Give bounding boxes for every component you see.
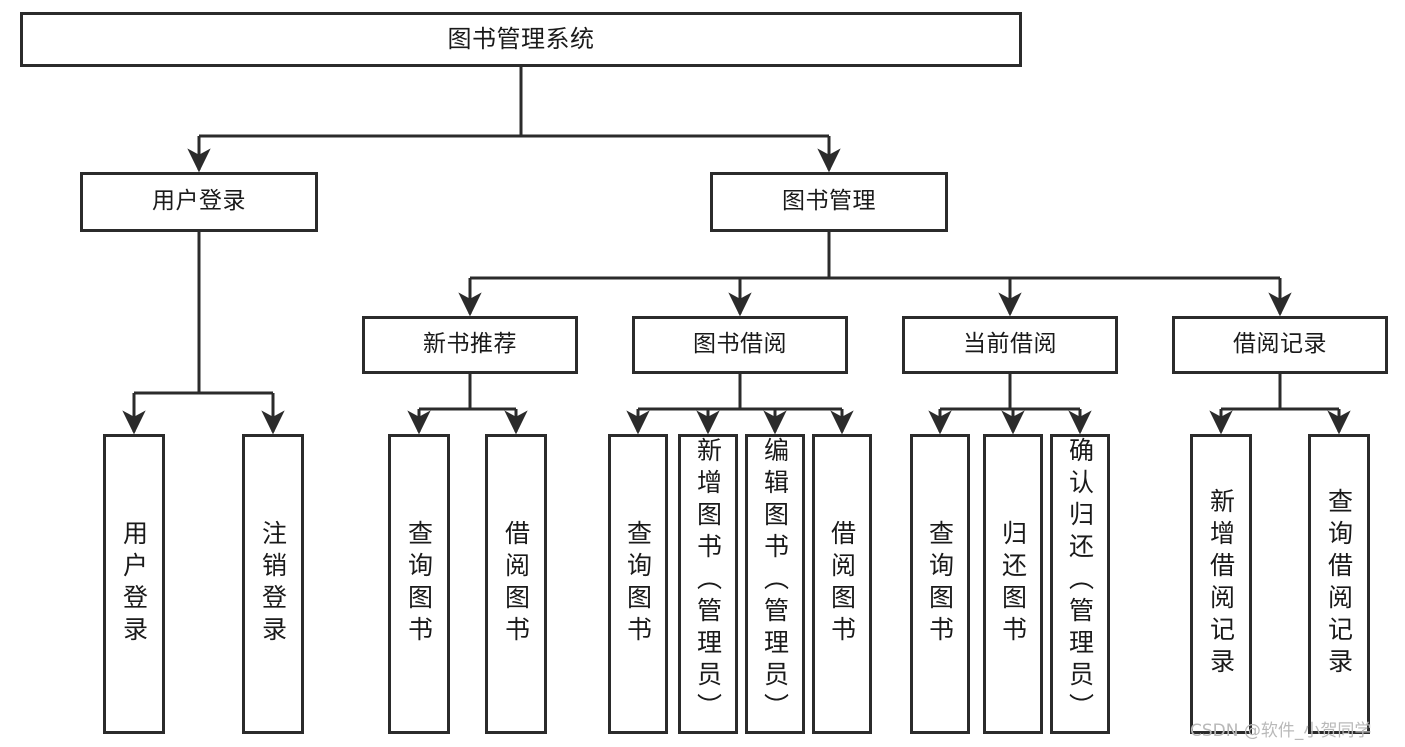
node-leaf-query-record[interactable]: 查询借阅记录 xyxy=(1308,434,1370,734)
node-leaf-query-book-2[interactable]: 查询图书 xyxy=(608,434,668,734)
node-label: 借阅图书 xyxy=(827,520,857,648)
node-label: 查询图书 xyxy=(925,520,955,648)
node-label: 图书管理系统 xyxy=(447,25,595,54)
node-label: 当前借阅 xyxy=(963,331,1057,358)
node-book-borrow[interactable]: 图书借阅 xyxy=(632,316,848,374)
node-label: 新增借阅记录 xyxy=(1206,488,1236,680)
node-leaf-query-book-1[interactable]: 查询图书 xyxy=(388,434,450,734)
node-user-login[interactable]: 用户登录 xyxy=(80,172,318,232)
node-label: 用户登录 xyxy=(152,188,246,215)
node-label: 确认归还（管理员） xyxy=(1065,437,1095,725)
node-label: 查询借阅记录 xyxy=(1324,488,1354,680)
node-leaf-query-book-3[interactable]: 查询图书 xyxy=(910,434,970,734)
node-leaf-logout[interactable]: 注销登录 xyxy=(242,434,304,734)
node-leaf-edit-book[interactable]: 编辑图书（管理员） xyxy=(745,434,805,734)
node-label: 编辑图书（管理员） xyxy=(760,437,790,725)
node-leaf-add-book[interactable]: 新增图书（管理员） xyxy=(678,434,738,734)
node-root[interactable]: 图书管理系统 xyxy=(20,12,1022,67)
node-borrow-record[interactable]: 借阅记录 xyxy=(1172,316,1388,374)
node-leaf-return-book[interactable]: 归还图书 xyxy=(983,434,1043,734)
node-label: 图书借阅 xyxy=(693,331,787,358)
node-label: 新书推荐 xyxy=(423,331,517,358)
node-leaf-borrow-book-1[interactable]: 借阅图书 xyxy=(485,434,547,734)
node-label: 注销登录 xyxy=(258,520,288,648)
node-current-borrow[interactable]: 当前借阅 xyxy=(902,316,1118,374)
node-label: 用户登录 xyxy=(119,520,149,648)
node-leaf-borrow-book-2[interactable]: 借阅图书 xyxy=(812,434,872,734)
node-label: 新增图书（管理员） xyxy=(693,437,723,725)
node-label: 查询图书 xyxy=(404,520,434,648)
node-leaf-confirm-return[interactable]: 确认归还（管理员） xyxy=(1050,434,1110,734)
node-book-manage[interactable]: 图书管理 xyxy=(710,172,948,232)
node-label: 归还图书 xyxy=(998,520,1028,648)
node-label: 查询图书 xyxy=(623,520,653,648)
node-label: 图书管理 xyxy=(782,188,876,215)
node-label: 借阅图书 xyxy=(501,520,531,648)
node-leaf-user-login[interactable]: 用户登录 xyxy=(103,434,165,734)
watermark-text: CSDN @软件_小贺同学 xyxy=(1190,721,1372,741)
node-leaf-add-record[interactable]: 新增借阅记录 xyxy=(1190,434,1252,734)
node-label: 借阅记录 xyxy=(1233,331,1327,358)
node-new-book-recommend[interactable]: 新书推荐 xyxy=(362,316,578,374)
